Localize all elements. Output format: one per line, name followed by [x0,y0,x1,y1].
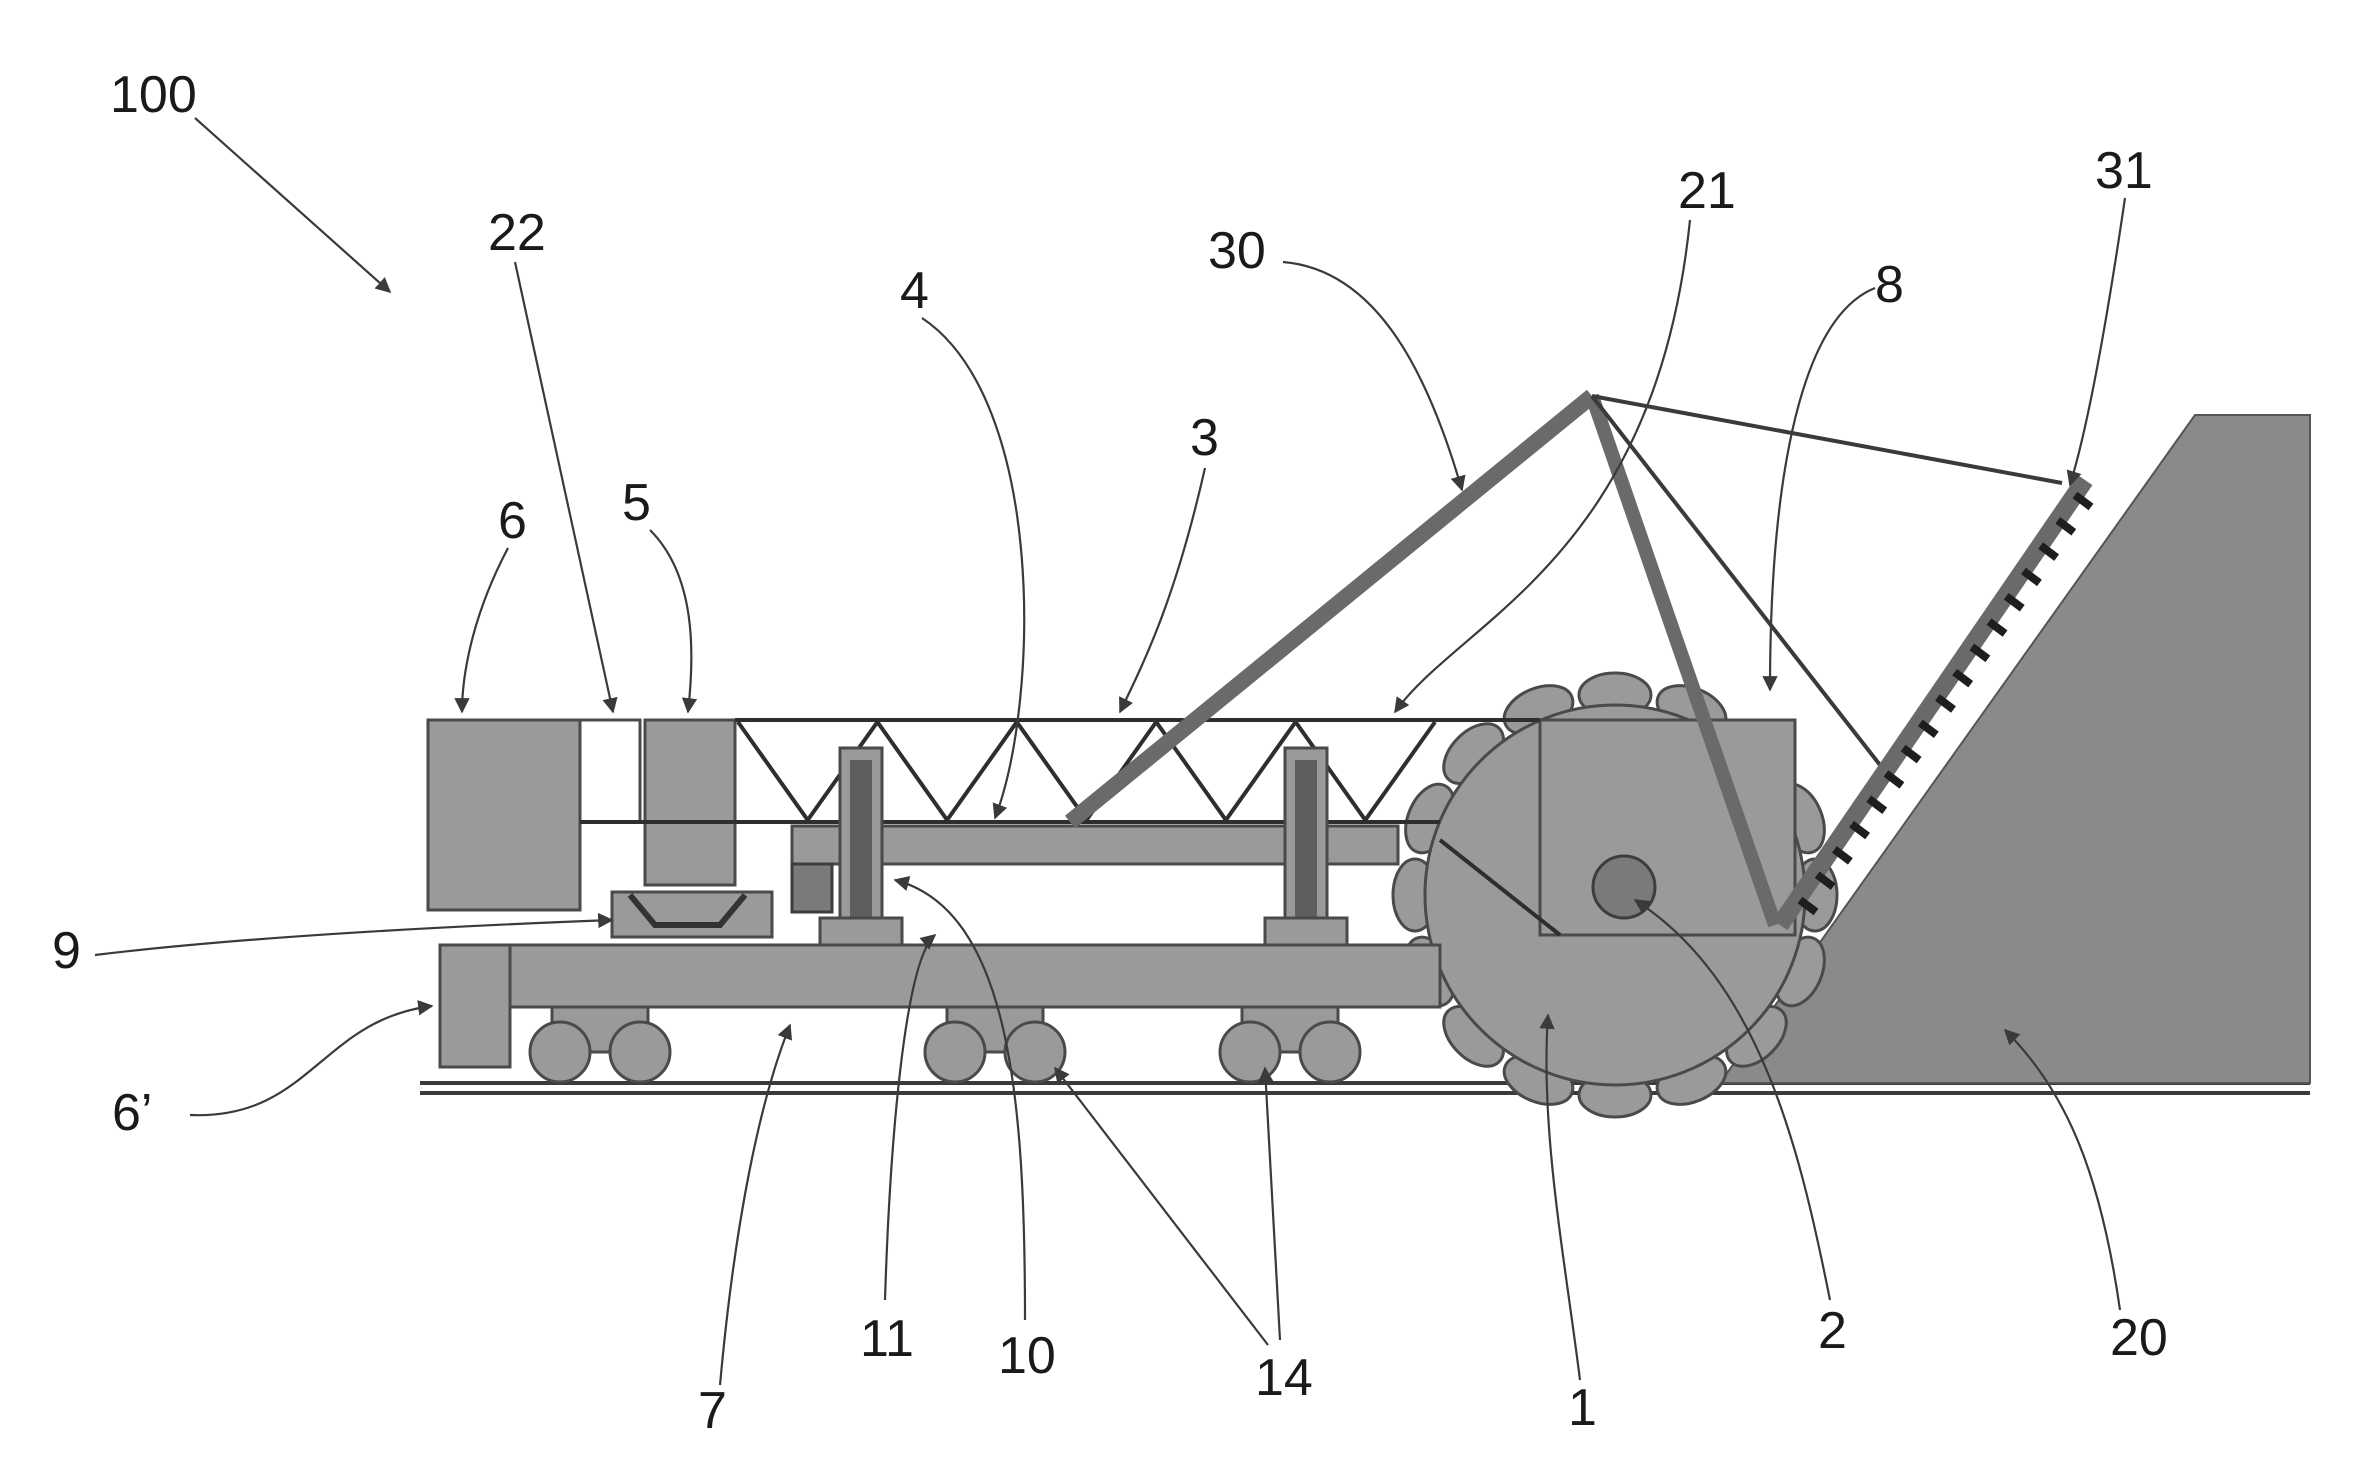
ref-label-6-prime: 6’ [112,1084,152,1142]
leader-14-b [1265,1068,1280,1340]
ref-label-30: 30 [1208,222,1266,280]
hopper-block [645,720,735,885]
wheel [530,1022,590,1082]
wheel [1220,1022,1280,1082]
leader-6-prime [190,1006,432,1115]
ref-label-7: 7 [698,1382,727,1440]
ref-label-20: 20 [2110,1309,2168,1367]
ref-label-2: 2 [1818,1302,1847,1360]
ref-label-11: 11 [860,1310,914,1368]
ref-label-9: 9 [52,922,81,980]
leader-100 [195,118,390,292]
lower-counterweight [440,945,510,1067]
wheel-housing [1540,720,1795,935]
ref-label-14: 14 [1255,1349,1313,1407]
ladder-rung [1938,698,1954,710]
leader-31 [2070,198,2125,485]
leader-4 [922,318,1024,818]
leader-5 [650,530,691,712]
ladder-rung [1886,773,1902,785]
chassis [440,945,1440,1007]
wheel-bogies [530,1007,1360,1082]
ref-label-6: 6 [498,492,527,550]
ref-label-4: 4 [900,262,929,320]
leader-3 [1120,468,1205,712]
wheel [1005,1022,1065,1082]
leader-22 [515,262,613,712]
ladder-rung [1869,799,1885,811]
ref-label-21: 21 [1678,162,1736,220]
boom-end-block [792,864,832,912]
ref-label-10: 10 [998,1327,1056,1385]
ladder-rung [1903,748,1919,760]
upper-frame-section [580,720,640,822]
ref-label-5: 5 [622,474,651,532]
stay-cable-1 [1592,396,2062,483]
wheel [610,1022,670,1082]
conveyor-troughing-idler [612,892,772,937]
ref-label-3: 3 [1190,409,1219,467]
leader-30 [1283,262,1462,490]
ladder-rung [1920,723,1936,735]
leader-8 [1770,288,1875,690]
leader-14-a [1055,1068,1268,1345]
ladder-rung [1834,849,1850,861]
ref-label-8: 8 [1875,256,1904,314]
rail-track [420,1083,2310,1093]
wheel-axis [1593,856,1655,918]
upper-counterweight [428,720,580,910]
ladder-rung [1852,824,1868,836]
wheel [1300,1022,1360,1082]
ref-label-31: 31 [2095,142,2153,200]
ref-label-22: 22 [488,204,546,262]
leader-6 [462,548,508,712]
wheel [925,1022,985,1082]
ref-label-100: 100 [110,66,197,124]
ref-label-1: 1 [1568,1379,1597,1437]
leader-7 [720,1025,790,1385]
